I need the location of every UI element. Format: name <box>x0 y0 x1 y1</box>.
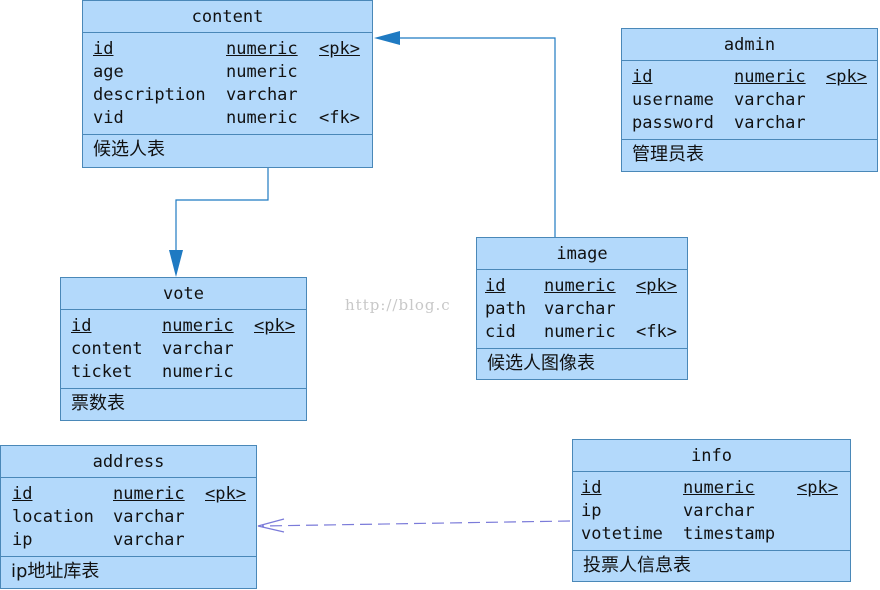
entity-vote[interactable]: vote id numeric <pk> content varchar tic… <box>60 277 307 421</box>
attribute-row: ticket numeric <box>61 361 306 383</box>
attr-name: username <box>632 90 714 110</box>
attr-name: id <box>71 316 92 336</box>
attr-key: <fk> <box>636 322 677 342</box>
link-info-address <box>261 520 571 527</box>
attr-name: id <box>93 39 114 59</box>
attr-key: <fk> <box>319 108 360 128</box>
attribute-row: id numeric <pk> <box>622 66 877 88</box>
attr-type: varchar <box>113 530 185 550</box>
attribute-list: id numeric <pk> path varchar cid numeric… <box>477 270 687 349</box>
attribute-row: id numeric <pk> <box>61 315 306 337</box>
attr-name: ip <box>12 530 33 550</box>
arrowhead-vote-content <box>169 250 183 277</box>
attr-type: numeric <box>544 322 616 342</box>
attr-type: numeric <box>226 62 298 82</box>
attr-type: varchar <box>162 339 234 359</box>
attribute-row: id numeric <pk> <box>1 483 256 505</box>
attr-key: <pk> <box>826 67 867 87</box>
attr-name: id <box>12 484 33 504</box>
attr-name: vid <box>93 108 124 128</box>
attribute-row: id numeric <pk> <box>83 38 372 60</box>
attr-name: ticket <box>71 362 133 382</box>
attribute-list: id numeric <pk> age numeric description … <box>83 33 372 135</box>
entity-image[interactable]: image id numeric <pk> path varchar cid n… <box>476 237 688 380</box>
attribute-row: path varchar <box>477 298 687 320</box>
attribute-row: username varchar <box>622 89 877 111</box>
entity-comment: 票数表 <box>71 393 125 414</box>
attr-name: cid <box>485 322 516 342</box>
attribute-row: password varchar <box>622 112 877 134</box>
attribute-row: vid numeric <fk> <box>83 107 372 129</box>
attr-type: varchar <box>226 85 298 105</box>
attribute-row: location varchar <box>1 506 256 528</box>
attribute-row: id numeric <pk> <box>573 477 850 499</box>
attr-key: <pk> <box>319 39 360 59</box>
attr-type: timestamp <box>683 524 776 544</box>
entity-comment: 投票人信息表 <box>583 555 691 576</box>
entity-content[interactable]: content id numeric <pk> age numeric desc… <box>82 0 373 168</box>
attr-type: varchar <box>734 90 806 110</box>
arrowhead-address-info <box>257 518 285 533</box>
entity-title: info <box>573 440 850 472</box>
attr-type: numeric <box>226 108 298 128</box>
attribute-row: age numeric <box>83 61 372 83</box>
attribute-row: id numeric <pk> <box>477 275 687 297</box>
link-content-vote <box>175 168 269 262</box>
attr-type: varchar <box>683 501 755 521</box>
attr-type: numeric <box>162 362 234 382</box>
attr-name: password <box>632 113 714 133</box>
entity-address[interactable]: address id numeric <pk> location varchar… <box>0 445 257 589</box>
attr-type: numeric <box>683 478 755 498</box>
attribute-row: description varchar <box>83 84 372 106</box>
attr-name: age <box>93 62 124 82</box>
watermark-text: http://blog.c <box>345 296 451 314</box>
attr-name: ip <box>581 501 602 521</box>
attr-name: description <box>93 85 206 105</box>
attr-type: numeric <box>162 316 234 336</box>
attribute-list: id numeric <pk> username varchar passwor… <box>622 61 877 140</box>
attribute-row: votetime timestamp <box>573 523 850 545</box>
attr-name: path <box>485 299 526 319</box>
entity-admin[interactable]: admin id numeric <pk> username varchar p… <box>621 28 878 172</box>
entity-title: image <box>477 238 687 270</box>
entity-comment: ip地址库表 <box>11 561 100 582</box>
attr-type: numeric <box>113 484 185 504</box>
attribute-row: cid numeric <fk> <box>477 321 687 343</box>
attribute-list: id numeric <pk> content varchar ticket n… <box>61 310 306 389</box>
attr-name: id <box>485 276 506 296</box>
arrowhead-content-image <box>374 31 400 45</box>
entity-title: vote <box>61 278 306 310</box>
entity-info[interactable]: info id numeric <pk> ip varchar votetime… <box>572 439 851 582</box>
link-image-content <box>392 37 556 238</box>
attr-name: location <box>12 507 94 527</box>
attr-name: id <box>632 67 653 87</box>
attr-key: <pk> <box>254 316 295 336</box>
attribute-list: id numeric <pk> ip varchar votetime time… <box>573 472 850 551</box>
entity-title: address <box>1 446 256 478</box>
attribute-row: content varchar <box>61 338 306 360</box>
attr-type: varchar <box>734 113 806 133</box>
entity-comment: 候选人表 <box>93 139 165 160</box>
entity-comment: 候选人图像表 <box>487 353 595 374</box>
attr-key: <pk> <box>205 484 246 504</box>
attr-type: numeric <box>226 39 298 59</box>
attribute-row: ip varchar <box>573 500 850 522</box>
attr-type: numeric <box>544 276 616 296</box>
entity-title: content <box>83 1 372 33</box>
attr-type: varchar <box>544 299 616 319</box>
attr-key: <pk> <box>797 478 838 498</box>
entity-title: admin <box>622 29 877 61</box>
attr-key: <pk> <box>636 276 677 296</box>
attr-type: varchar <box>113 507 185 527</box>
attr-name: id <box>581 478 602 498</box>
attr-name: content <box>71 339 143 359</box>
entity-comment: 管理员表 <box>632 144 704 165</box>
attribute-row: ip varchar <box>1 529 256 551</box>
attr-name: votetime <box>581 524 663 544</box>
attr-type: numeric <box>734 67 806 87</box>
attribute-list: id numeric <pk> location varchar ip varc… <box>1 478 256 557</box>
